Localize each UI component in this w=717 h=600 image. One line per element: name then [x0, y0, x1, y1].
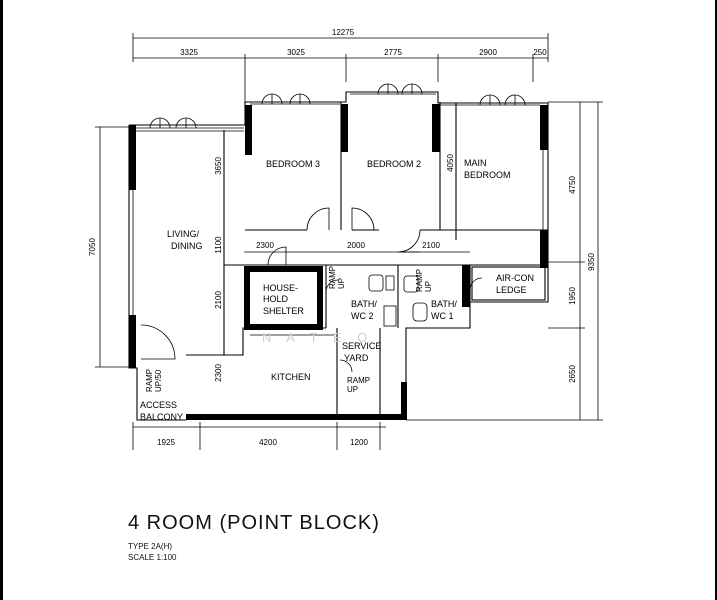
dim-bottom-1: 1925	[157, 438, 175, 447]
door-bedroom2	[351, 207, 375, 231]
basin-wc1	[403, 275, 419, 293]
label-bedroom2: BEDROOM 2	[367, 159, 421, 169]
ramp-labels: RAMP UP RAMP UP RAMP UP RAMP UP/50	[145, 266, 433, 394]
dim-left: 7050	[88, 238, 97, 256]
dim-corridor-2: 2000	[347, 241, 365, 250]
dim-right-2: 1950	[568, 287, 577, 305]
door-bath2	[325, 279, 339, 293]
dim-bottom-3: 1200	[350, 438, 368, 447]
label-bath2-1: BATH/	[351, 299, 377, 309]
fixtures	[250, 274, 428, 336]
label-bath1-1: BATH/	[431, 299, 457, 309]
right-edge-bar	[715, 0, 717, 600]
top-dimensions: 12275 3325 3025 2775 2900 250	[132, 28, 549, 102]
right-dimensions: 9350 4750 1950 2650	[406, 101, 603, 421]
toilet-wc2	[368, 274, 384, 292]
dim-right-3: 2650	[568, 365, 577, 383]
plan-type: TYPE 2A(H)	[128, 542, 173, 551]
floor-plan: 12275 3325 3025 2775 2900 250 7050 9350 …	[88, 28, 603, 450]
label-main-bedroom-2: BEDROOM	[464, 170, 511, 180]
door-aircon	[469, 277, 483, 291]
dim-inner-3: 2100	[214, 291, 223, 309]
dim-right-1: 4750	[568, 176, 577, 194]
door-service-yard	[339, 359, 353, 373]
dim-inner-1: 3650	[214, 157, 223, 175]
shower-wc2	[383, 305, 397, 327]
watermark: N A T E O	[262, 330, 373, 345]
label-aircon-2: LEDGE	[496, 285, 527, 295]
inner-dimensions: 3650 1100 2100 2300 4050 2300 2000 2100	[214, 154, 470, 382]
label-bath1-2: WC 1	[431, 311, 454, 321]
dim-top-3: 2775	[384, 48, 402, 57]
label-bath2-2: WC 2	[351, 311, 374, 321]
dim-top-1: 3325	[180, 48, 198, 57]
basin-wc2	[385, 275, 395, 291]
dim-overall-top: 12275	[332, 28, 355, 37]
label-living-1: LIVING/	[167, 229, 200, 239]
label-kitchen: KITCHEN	[271, 372, 311, 382]
label-access-1: ACCESS	[140, 400, 177, 410]
dim-top-2: 3025	[287, 48, 305, 57]
label-ramp-service-2: UP	[347, 385, 358, 394]
label-ramp-wc2-1: RAMP	[328, 266, 337, 289]
label-shelter-1: HOUSE-	[263, 283, 298, 293]
door-bedroom3	[306, 207, 330, 231]
dim-inner-4: 2300	[214, 364, 223, 382]
label-service-2: YARD	[344, 353, 369, 363]
title-block: 4 ROOM (POINT BLOCK) TYPE 2A(H) SCALE 1:…	[128, 512, 380, 563]
toilet-wc1	[412, 302, 428, 322]
dim-right-outer: 9350	[587, 253, 596, 271]
label-ramp-balcony-2: UP/50	[154, 369, 163, 392]
dim-corridor-3: 2100	[422, 241, 440, 250]
plan-scale: SCALE 1:100	[128, 553, 177, 562]
label-ramp-wc1-2: UP	[424, 281, 433, 292]
door-main-bedroom	[397, 229, 421, 253]
window-sash-arcs	[149, 83, 526, 129]
left-dimensions: 7050	[88, 126, 133, 368]
walls	[128, 91, 549, 421]
label-living-2: DINING	[171, 241, 203, 251]
dim-inner-2: 1100	[214, 236, 223, 254]
bottom-dimensions: 1925 4200 1200	[132, 422, 386, 450]
label-ramp-wc2-2: UP	[337, 278, 346, 289]
label-service-1: SERVICE	[342, 341, 381, 351]
label-shelter-2: HOLD	[263, 294, 289, 304]
dim-main-bedroom: 4050	[446, 154, 455, 172]
dim-corridor-1: 2300	[256, 241, 274, 250]
room-labels: BEDROOM 3 BEDROOM 2 MAIN BEDROOM LIVING/…	[140, 158, 534, 422]
plan-title: 4 ROOM (POINT BLOCK)	[128, 512, 380, 534]
windows	[132, 93, 544, 315]
label-shelter-3: SHELTER	[263, 306, 304, 316]
label-bedroom3: BEDROOM 3	[266, 159, 320, 169]
left-edge-bar	[0, 0, 3, 600]
label-access-2: BALCONY	[140, 412, 183, 422]
label-ramp-wc1-1: RAMP	[415, 269, 424, 292]
dim-bottom-2: 4200	[259, 438, 277, 447]
dim-top-4: 2900	[479, 48, 497, 57]
door-main-entrance	[140, 324, 176, 360]
label-main-bedroom-1: MAIN	[464, 158, 487, 168]
thick-walls	[129, 104, 548, 420]
label-ramp-service-1: RAMP	[347, 376, 370, 385]
dim-top-5: 250	[533, 48, 547, 57]
label-aircon-1: AIR-CON	[496, 273, 534, 283]
label-ramp-balcony-1: RAMP	[145, 369, 154, 392]
door-shelter	[267, 246, 287, 266]
doors	[140, 207, 483, 373]
